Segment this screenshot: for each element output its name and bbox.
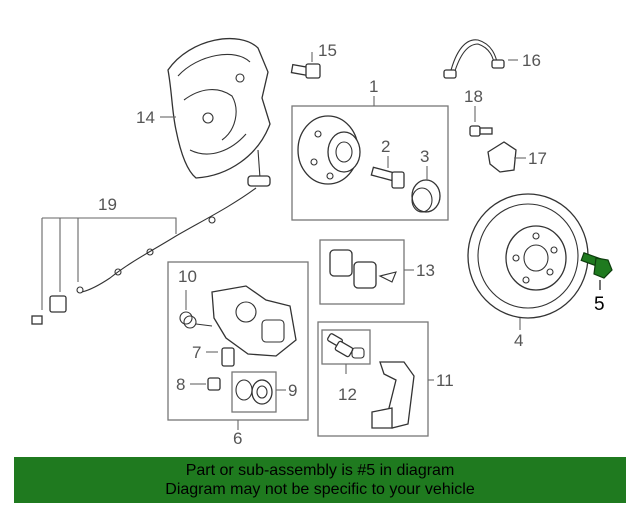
part-9-seal-kit[interactable]: [235, 379, 273, 405]
part-6-caliper[interactable]: [211, 285, 297, 357]
parts-diagram: 14 15 16 18 17 1 2: [31, 37, 613, 448]
part-1-hub[interactable]: [297, 115, 361, 185]
callout-11: 11: [436, 371, 454, 390]
group-box-9: [231, 371, 277, 413]
part-13-brake-pads[interactable]: [329, 249, 397, 289]
info-banner: Part or sub-assembly is #5 in diagram Di…: [14, 457, 626, 503]
group-box-11: [317, 321, 429, 437]
callout-10: 10: [178, 267, 197, 286]
callout-5: 5: [594, 294, 605, 315]
group-box-13: [319, 239, 405, 305]
part-3-dust-cap[interactable]: [411, 179, 441, 213]
part-15-bolt[interactable]: [290, 63, 321, 79]
callout-8: 8: [176, 375, 185, 394]
part-7-guide-pin[interactable]: [221, 347, 235, 367]
banner-line-1: Part or sub-assembly is #5 in diagram: [185, 462, 455, 479]
part-8-bleeder-cap[interactable]: [207, 377, 221, 391]
part-17-bracket[interactable]: [487, 141, 517, 173]
group-box-1: [291, 105, 449, 221]
callout-3: 3: [420, 147, 429, 166]
callout-13: 13: [416, 261, 435, 280]
banner-line-2: Diagram may not be specific to your vehi…: [165, 481, 475, 498]
callout-18: 18: [464, 87, 483, 106]
part-19-speed-sensor[interactable]: [31, 149, 271, 325]
callout-15: 15: [318, 41, 337, 60]
part-18-bleeder-screw[interactable]: [469, 125, 493, 137]
part-12-guide-pin-kit[interactable]: [327, 333, 365, 359]
part-16-brake-hose[interactable]: [443, 39, 505, 79]
callout-1: 1: [369, 77, 378, 96]
part-11-caliper-bracket[interactable]: [371, 361, 415, 429]
callout-9: 9: [288, 381, 297, 400]
part-10-spring[interactable]: [179, 311, 213, 329]
part-5-bolt-highlighted[interactable]: [580, 252, 613, 279]
callout-16: 16: [522, 51, 541, 70]
part-4-brake-rotor[interactable]: [467, 193, 589, 319]
callout-17: 17: [528, 149, 547, 168]
callout-14: 14: [136, 108, 155, 127]
callout-6: 6: [233, 429, 242, 448]
callout-12: 12: [338, 385, 357, 404]
callout-4: 4: [514, 331, 523, 350]
callout-7: 7: [192, 343, 201, 362]
part-2-axle-bolt[interactable]: [370, 166, 405, 189]
callout-19: 19: [98, 195, 117, 214]
part-14-backing-plate[interactable]: [167, 37, 271, 179]
callout-2: 2: [381, 137, 390, 156]
